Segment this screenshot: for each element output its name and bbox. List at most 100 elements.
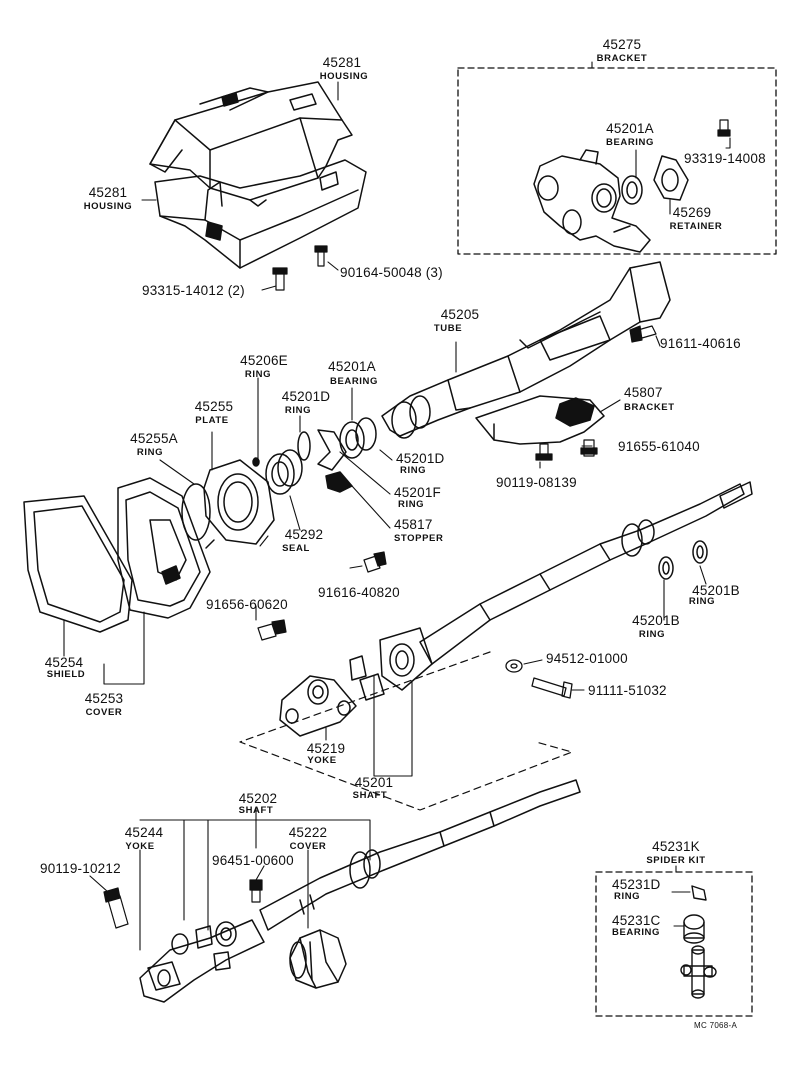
lower-yoke-45244	[139, 919, 265, 1003]
part-45231d-number: 45231D	[612, 877, 661, 892]
stopper-45817	[325, 471, 353, 493]
part-45231k-name: SPIDER KIT	[646, 855, 706, 866]
part-45817-number: 45817	[394, 517, 433, 532]
column-bracket	[533, 149, 651, 253]
screw-96451	[249, 879, 263, 903]
part-45255-name: PLATE	[195, 415, 229, 426]
retainer-45269	[653, 155, 689, 201]
part-45281-upper-name: HOUSING	[319, 71, 369, 82]
bolt-91111	[531, 677, 573, 699]
part-45201d-upper-number: 45201D	[281, 389, 331, 404]
bearing-45201a-mid	[339, 417, 377, 459]
part-45253-name: COVER	[85, 707, 123, 718]
cover-45253	[117, 477, 215, 619]
part-91656-60620-number: 91656-60620	[206, 597, 288, 612]
part-45205-number: 45205	[440, 307, 480, 322]
part-45231d-name: RING	[614, 891, 641, 902]
part-94512-01000-number: 94512-01000	[546, 651, 628, 666]
part-91616-40820-number: 91616-40820	[318, 585, 400, 600]
lower-shaft	[259, 779, 581, 931]
part-45201d-lower-number: 45201D	[396, 451, 445, 466]
part-45281-lower-name: HOUSING	[83, 201, 133, 212]
part-45201f-name: RING	[398, 499, 425, 510]
part-45201a-top-name: BEARING	[605, 137, 655, 148]
part-45202-number: 45202	[238, 791, 278, 806]
cover-screws	[257, 551, 387, 641]
part-45222-number: 45222	[288, 825, 328, 840]
part-45231k-number: 45231K	[652, 839, 700, 854]
part-45807-name: BRACKET	[624, 402, 675, 413]
part-45201d-lower-name: RING	[400, 465, 427, 476]
tube-bracket-45807	[475, 395, 605, 445]
part-45255a-name: RING	[136, 447, 164, 458]
part-45253-number: 45253	[84, 691, 124, 706]
part-45254-number: 45254	[44, 655, 84, 670]
part-45202-name: SHAFT	[238, 805, 274, 816]
part-45807-number: 45807	[624, 385, 663, 400]
part-91655-61040-number: 91655-61040	[618, 439, 700, 454]
part-45201a-top-number: 45201A	[606, 121, 654, 136]
part-45206e-number: 45206E	[240, 353, 288, 368]
ring-45201f	[317, 429, 347, 471]
shield-45254	[23, 495, 133, 633]
part-45292-number: 45292	[284, 527, 324, 542]
part-45219-number: 45219	[306, 741, 346, 756]
column-tube	[381, 261, 671, 439]
part-45219-name: YOKE	[307, 755, 337, 766]
housing-screws	[272, 245, 328, 291]
ring-45201d-upper	[297, 431, 311, 461]
part-90119-10212-number: 90119-10212	[40, 861, 121, 876]
part-45244-name: YOKE	[125, 841, 155, 852]
part-45205-name: TUBE	[433, 323, 463, 334]
part-45244-number: 45244	[124, 825, 164, 840]
part-45201f-number: 45201F	[394, 485, 441, 500]
yoke-group-box	[239, 651, 573, 811]
part-90119-08139-number: 90119-08139	[496, 475, 577, 490]
shaft-yoke-upper	[379, 627, 433, 691]
part-93315-14012-number: 93315-14012 (2)	[142, 283, 245, 298]
part-45222-name: COVER	[289, 841, 327, 852]
part-91611-40616-number: 91611-40616	[660, 336, 741, 351]
part-45201b-right-name: RING	[688, 596, 716, 607]
leader-lines	[63, 61, 731, 951]
part-91111-51032-number: 91111-51032	[588, 683, 667, 698]
part-45281-lower-number: 45281	[88, 185, 128, 200]
part-93319-14008-number: 93319-14008	[684, 151, 766, 166]
screw-93319	[717, 119, 731, 137]
part-45201-name: SHAFT	[352, 790, 388, 801]
ring-45201b-pair	[658, 540, 708, 580]
bearing-45201a-top	[621, 175, 643, 205]
part-45269-name: RETAINER	[669, 221, 723, 232]
bolt-90119-10212	[103, 887, 129, 929]
part-45231c-number: 45231C	[612, 913, 661, 928]
part-45255a-number: 45255A	[130, 431, 178, 446]
part-45281-upper-number: 45281	[322, 55, 362, 70]
part-45201b-left-number: 45201B	[632, 613, 680, 628]
boot-45222	[289, 929, 347, 989]
spider-kit-parts	[680, 885, 717, 999]
part-45275-name: BRACKET	[596, 53, 648, 64]
main-shaft	[419, 481, 753, 665]
bracket-group-box	[457, 67, 777, 255]
part-45255-number: 45255	[194, 399, 234, 414]
part-45254-name: SHIELD	[46, 669, 86, 680]
part-45292-name: SEAL	[282, 543, 310, 554]
tube-screws	[535, 325, 657, 461]
part-45231c-name: BEARING	[612, 927, 661, 938]
part-45201b-right-number: 45201B	[692, 583, 740, 598]
part-45275-number: 45275	[602, 37, 642, 52]
part-90164-50048-number: 90164-50048 (3)	[340, 265, 443, 280]
lower-housing	[154, 159, 367, 269]
ring-45255a	[181, 483, 211, 541]
drawing-code: MC 7068-A	[694, 1021, 738, 1030]
part-45206e-name: RING	[244, 369, 272, 380]
part-45201a-mid-number: 45201A	[328, 359, 376, 374]
seal-45292	[265, 449, 303, 495]
part-45201d-upper-name: RING	[284, 405, 312, 416]
part-45269-number: 45269	[672, 205, 712, 220]
part-45201b-left-name: RING	[638, 629, 666, 640]
part-45201a-mid-name: BEARING	[329, 376, 379, 387]
part-45201-number: 45201	[354, 775, 394, 790]
